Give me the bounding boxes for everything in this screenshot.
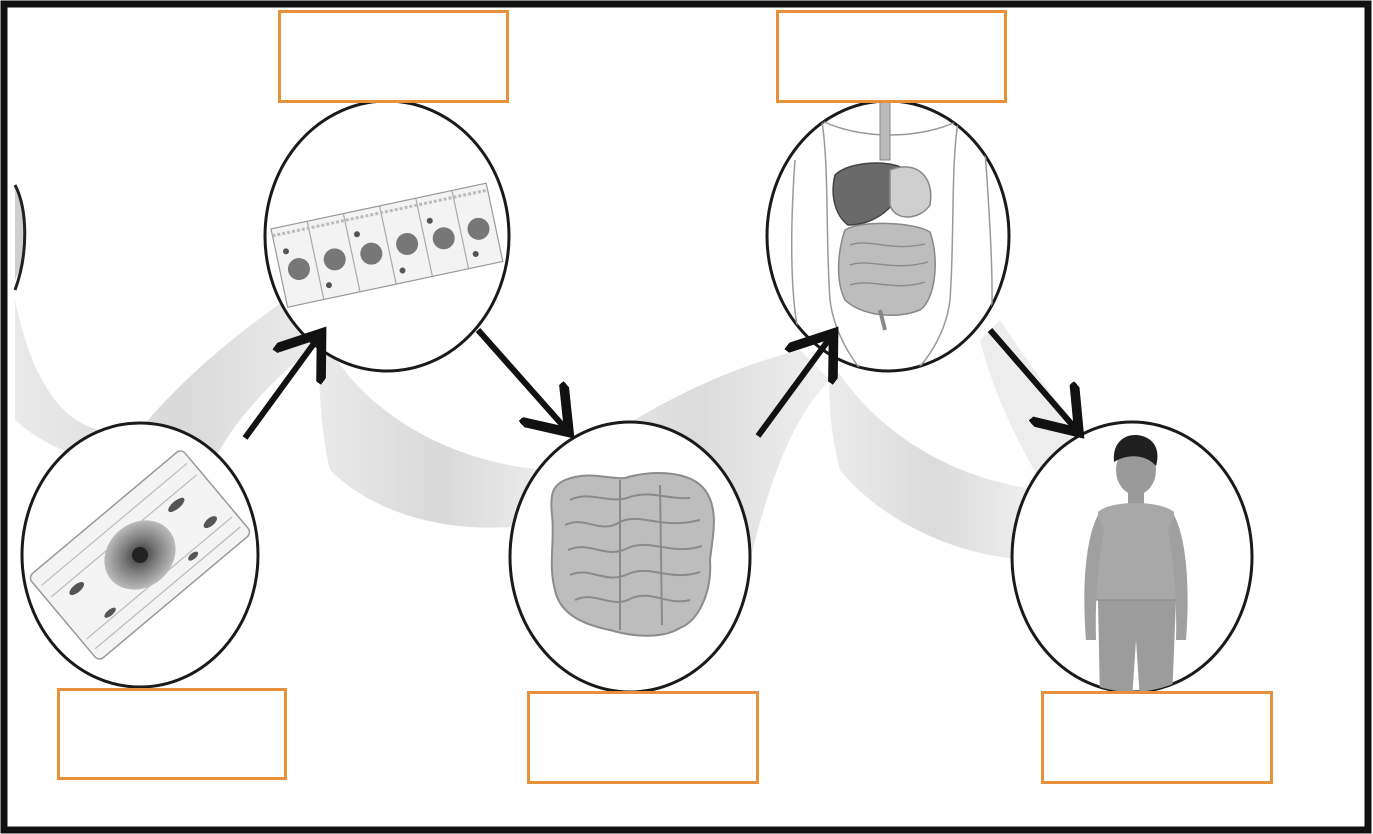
arrow-organ-to-system [755,338,830,438]
cell-icon [29,450,251,660]
label-box-tissue[interactable] [278,10,509,103]
arrow-system-to-organism [987,328,1075,428]
partial-circle-edge [13,184,27,291]
label-text-organ-system [779,13,1004,43]
label-text-cell [60,691,284,721]
organism-stage [1010,420,1254,694]
label-box-organ[interactable] [527,691,759,784]
label-text-organ [530,694,756,724]
arrows [242,328,1075,440]
tissue-stage [263,99,511,373]
organ-system-stage [765,99,1011,373]
label-box-cell[interactable] [57,688,287,780]
label-text-organism [1044,694,1270,724]
cell-stage [20,421,260,689]
label-box-organism[interactable] [1041,691,1273,784]
tissue-icon [270,182,504,308]
arrow-cell-to-tissue [242,338,318,440]
organ-icon [550,472,715,637]
organism-icon [1084,435,1188,692]
organ-system-icon [790,101,993,371]
label-box-organ-system[interactable] [776,10,1007,103]
label-text-tissue [281,13,506,43]
arrow-tissue-to-organ [475,328,565,428]
organ-stage [508,420,752,694]
